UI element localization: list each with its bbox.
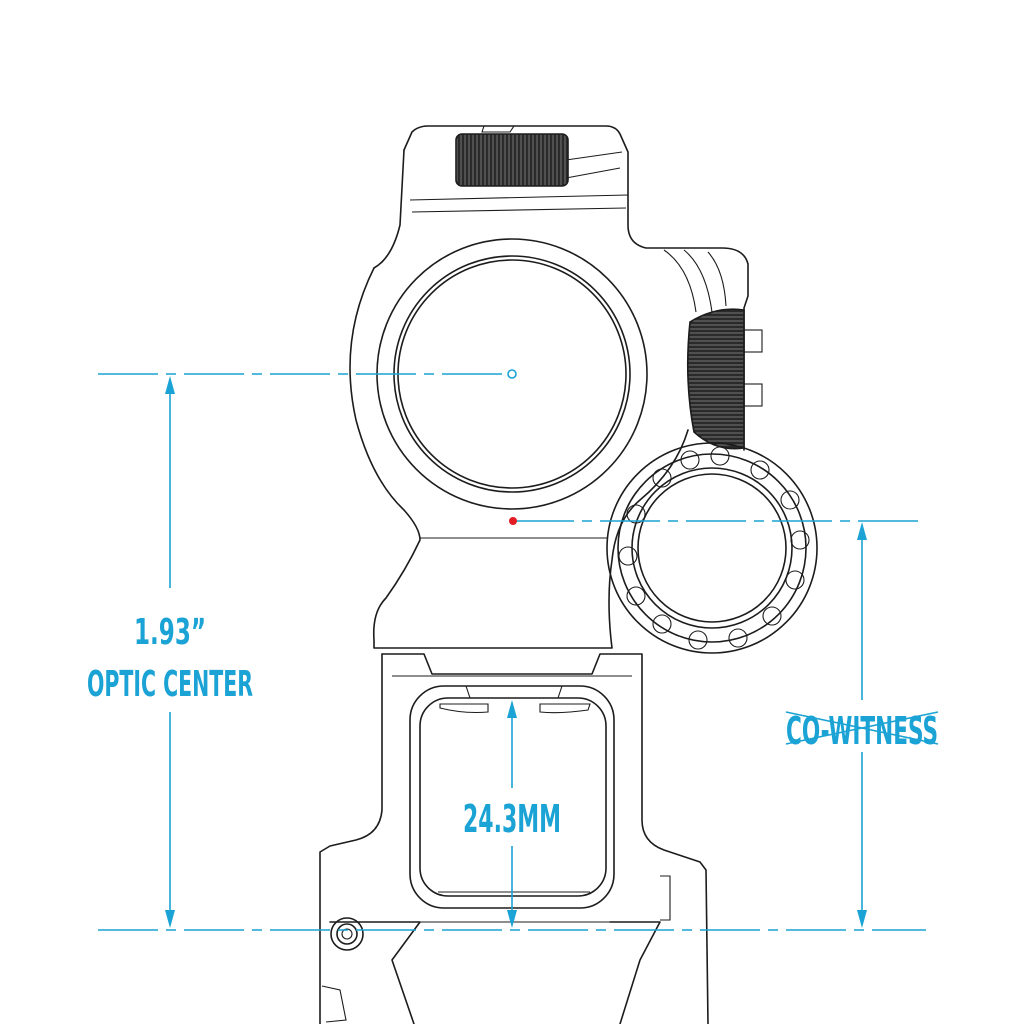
cowitness-dimension-arrow <box>857 522 867 928</box>
height-caption: OPTIC CENTER <box>87 664 253 705</box>
window-value: 24.3MM <box>463 797 561 841</box>
window-dimension-arrow <box>507 700 517 928</box>
cowitness-label: CO-WITNESS <box>786 709 938 753</box>
cowitness-strike-icon <box>785 711 939 745</box>
emitter-dot <box>509 517 517 525</box>
elevation-knob-icon <box>455 133 569 187</box>
side-tabs <box>743 329 763 407</box>
optic-center-dot <box>507 369 517 379</box>
brightness-dial-icon <box>606 442 818 654</box>
height-value: 1.93” <box>134 612 206 653</box>
height-dimension-arrow <box>165 376 175 928</box>
windage-knob-icon <box>686 308 745 450</box>
mount-body <box>319 653 709 1024</box>
mount-screw-icon <box>330 917 364 951</box>
